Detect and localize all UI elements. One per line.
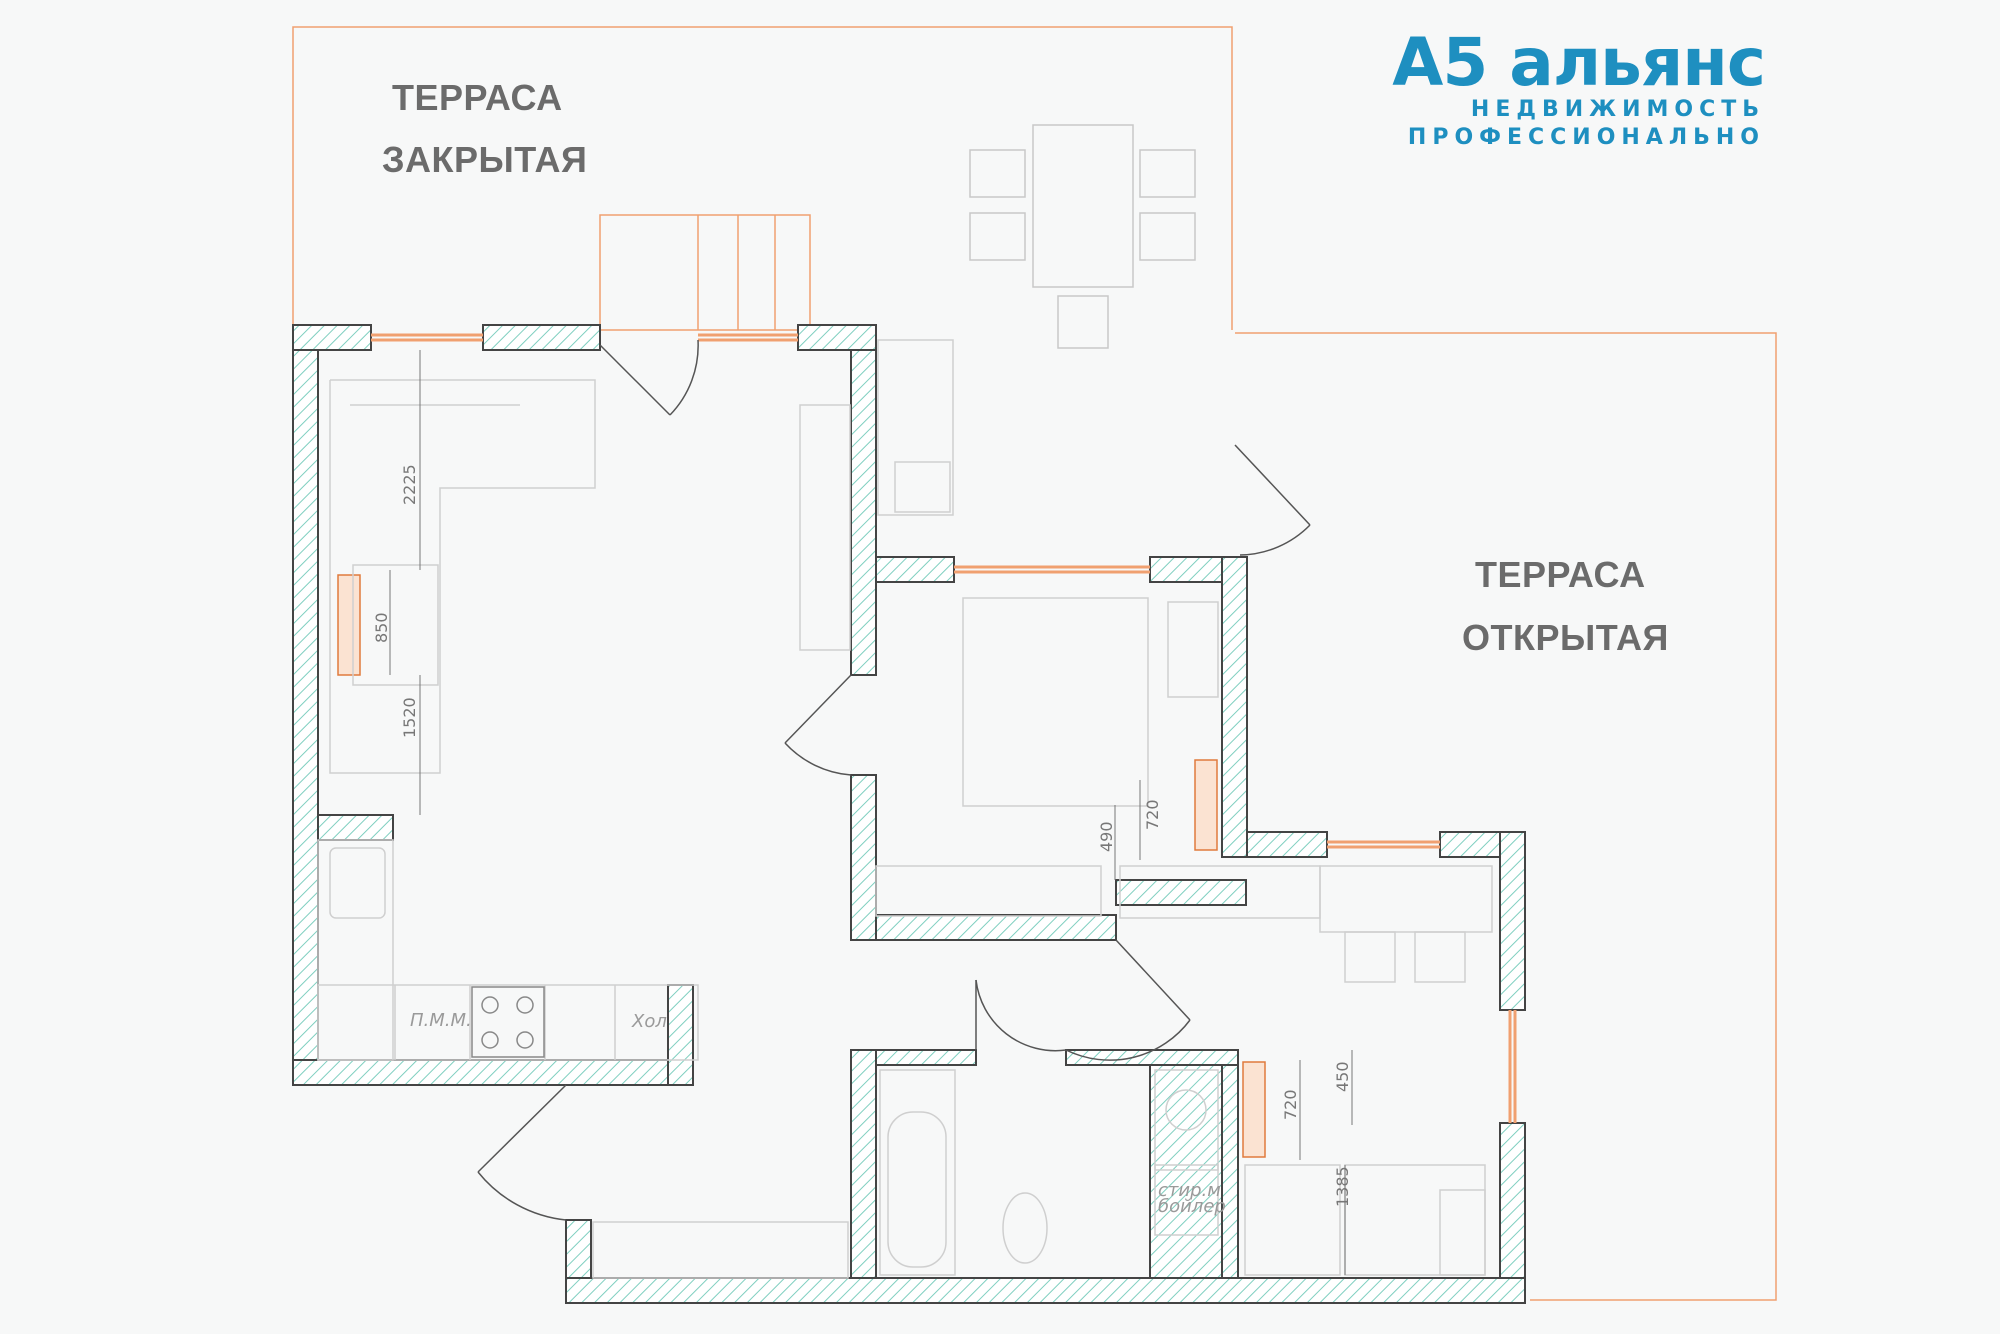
dim-720-hall: 720 bbox=[1281, 1089, 1300, 1120]
doors bbox=[477, 339, 1311, 1221]
dining-set bbox=[969, 124, 1196, 349]
terrace-closed-label-2: ЗАКРЫТАЯ bbox=[382, 139, 587, 180]
brand-tagline-1: НЕДВИЖИМОСТЬ bbox=[1470, 97, 1765, 122]
brand-logo: А5 альянс НЕДВИЖИМОСТЬ ПРОФЕССИОНАЛЬНО bbox=[1385, 24, 1766, 152]
dim-2225: 2225 bbox=[400, 464, 419, 505]
boiler-label: бойлер bbox=[1158, 1196, 1226, 1217]
terrace-closed-label-1: ТЕРРАСА bbox=[392, 77, 563, 118]
washer-label: стир.м bbox=[1158, 1180, 1221, 1201]
terrace-open-label-2: ОТКРЫТАЯ bbox=[1462, 617, 1669, 658]
terrace-open-outline bbox=[1235, 332, 1777, 1301]
terrace-open-label-1: ТЕРРАСА bbox=[1475, 554, 1646, 595]
dim-720-bedroom: 720 bbox=[1143, 799, 1162, 830]
brand-tagline-2: ПРОФЕССИОНАЛЬНО bbox=[1407, 125, 1765, 150]
windows bbox=[371, 333, 1517, 1123]
terrace-closed-outline bbox=[292, 26, 1233, 331]
radiators bbox=[337, 574, 1266, 1158]
dim-1520: 1520 bbox=[400, 697, 419, 738]
furniture bbox=[317, 339, 1493, 1279]
cooktop-icon bbox=[471, 986, 545, 1058]
dim-450: 450 bbox=[1333, 1061, 1352, 1092]
dim-1385: 1385 bbox=[1333, 1166, 1352, 1207]
dim-490: 490 bbox=[1097, 821, 1116, 852]
brand-name: А5 альянс bbox=[1392, 24, 1766, 101]
dishwasher-label: П.М.М. bbox=[410, 1010, 472, 1031]
dimension-lines bbox=[389, 350, 1353, 1275]
walls bbox=[292, 324, 1526, 1304]
fridge-label: Хол bbox=[631, 1011, 667, 1032]
dim-850: 850 bbox=[372, 612, 391, 643]
